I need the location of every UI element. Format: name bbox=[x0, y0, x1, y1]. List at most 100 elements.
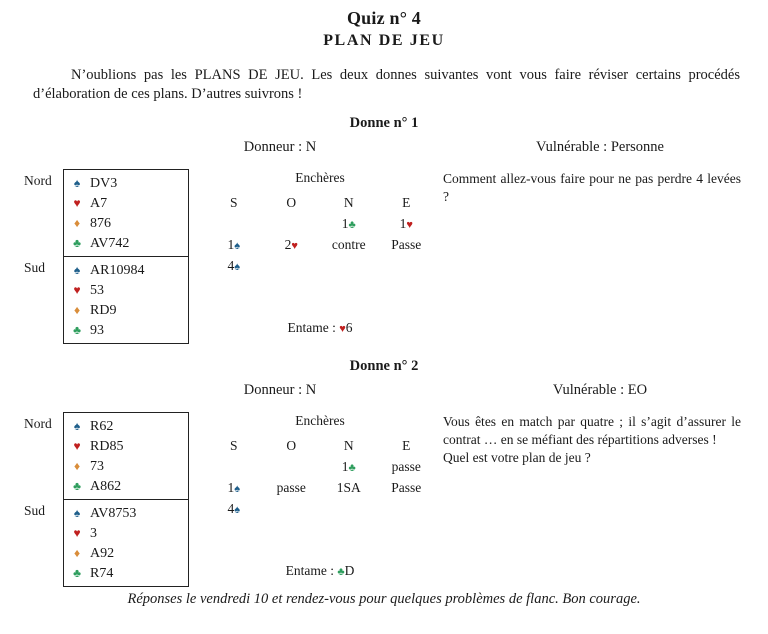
hand-suit-row-heart: ♥RD85 bbox=[64, 436, 188, 456]
auction-cell bbox=[205, 456, 263, 477]
spade-icon: ♠ bbox=[73, 176, 81, 190]
lead-label: Entame : ♣D bbox=[205, 563, 435, 579]
dealer-label: Donneur : N bbox=[243, 382, 317, 398]
auction-cell: 1♥ bbox=[378, 213, 436, 234]
club-icon: ♣ bbox=[348, 461, 356, 474]
hand-suit-row-heart: ♥ 53 bbox=[64, 280, 188, 300]
auction-header-e: E bbox=[402, 437, 411, 453]
hand-suit-row-club: ♣93 bbox=[64, 320, 188, 340]
heart-icon: ♥ bbox=[406, 218, 413, 231]
hand-suit-row-club: ♣AV742 bbox=[64, 233, 188, 253]
hand-suit-row-spade: ♠R62 bbox=[64, 416, 188, 436]
vulnerable-label: Vulnérable : Personne bbox=[536, 139, 664, 155]
bid-text: Passe bbox=[391, 236, 422, 252]
deal-title: Donne n° 2 bbox=[349, 358, 419, 374]
lead-card: D bbox=[344, 563, 355, 578]
hand-suit-row-diamond: ♦ 876 bbox=[64, 213, 188, 233]
auction-cell: 1♣ bbox=[320, 213, 378, 234]
lead-prefix: Entame : bbox=[287, 320, 340, 335]
deal-title: Donne n° 1 bbox=[349, 115, 419, 131]
bid-text: 1 bbox=[227, 479, 235, 495]
hand-suit-row-club: ♣R74 bbox=[64, 563, 188, 583]
hand-suit-row-spade: ♠ DV3 bbox=[64, 173, 188, 193]
hand-cards-diamond: 876 bbox=[90, 216, 111, 231]
hand-label-south: Sud bbox=[24, 260, 46, 275]
hand-cards-heart: 53 bbox=[90, 283, 104, 298]
hand-suit-row-spade: ♠ AR10984 bbox=[64, 260, 188, 280]
auction-cell bbox=[263, 213, 321, 234]
spade-icon: ♠ bbox=[234, 239, 241, 252]
auction-cell: 2♥ bbox=[263, 234, 321, 255]
auction-row: 1♣1♥ bbox=[205, 213, 435, 234]
spade-icon: ♠ bbox=[73, 506, 81, 520]
hand-cards-club: AV742 bbox=[90, 236, 130, 251]
hand-suit-row-diamond: ♦RD9 bbox=[64, 300, 188, 320]
hand-cards-diamond: RD9 bbox=[90, 303, 117, 318]
lead-prefix: Entame : bbox=[285, 563, 338, 578]
heart-icon: ♥ bbox=[73, 283, 81, 297]
diamond-icon: ♦ bbox=[73, 216, 81, 230]
bid-text: 1 bbox=[227, 236, 235, 252]
auction-cell bbox=[263, 456, 321, 477]
auction-cell: Passe bbox=[378, 477, 436, 498]
bid-text: 4 bbox=[227, 257, 235, 273]
hand-cards-heart: RD85 bbox=[90, 439, 124, 454]
club-icon: ♣ bbox=[337, 566, 345, 578]
auction-row: 4♠ bbox=[205, 498, 435, 519]
hand-suit-row-heart: ♥ A7 bbox=[64, 193, 188, 213]
vulnerable-label: Vulnérable : EO bbox=[552, 382, 648, 398]
auction-header-n: N bbox=[343, 194, 354, 210]
heart-icon: ♥ bbox=[73, 196, 81, 210]
hand-suit-row-heart: ♥3 bbox=[64, 523, 188, 543]
intro-paragraph: N’oublions pas les PLANS DE JEU. Les deu… bbox=[33, 67, 740, 102]
auction-title: Enchères bbox=[295, 413, 345, 428]
auction-header-o: O bbox=[286, 194, 297, 210]
auction-cell: 1♠ bbox=[205, 234, 263, 255]
hand-cards-club: A862 bbox=[90, 479, 122, 494]
hand-suit-row-spade: ♠AV8753 bbox=[64, 503, 188, 523]
auction-cell bbox=[378, 255, 436, 276]
bid-text: passe bbox=[391, 458, 421, 474]
auction-cell bbox=[205, 213, 263, 234]
spade-icon: ♠ bbox=[73, 263, 81, 277]
lead-label: Entame : ♥6 bbox=[205, 320, 435, 336]
auction-cell: 4♠ bbox=[205, 255, 263, 276]
hand-cards-spade: AR10984 bbox=[90, 263, 145, 278]
bid-text: 1 bbox=[341, 215, 349, 231]
club-icon: ♣ bbox=[73, 479, 81, 493]
hand-cards-heart: A7 bbox=[90, 196, 108, 211]
heart-icon: ♥ bbox=[291, 239, 298, 252]
auction-header-n: N bbox=[343, 437, 354, 453]
hand-cards-spade: DV3 bbox=[90, 176, 118, 191]
question-line: Comment allez-vous faire pour ne pas per… bbox=[443, 171, 741, 204]
hand-cards-diamond: 73 bbox=[90, 459, 104, 474]
dealer-label: Donneur : N bbox=[243, 139, 317, 155]
auction-cell: passe bbox=[378, 456, 436, 477]
lead-card: 6 bbox=[345, 320, 353, 335]
auction-cell bbox=[320, 255, 378, 276]
question-text: Vous êtes en match par quatre ; il s’agi… bbox=[443, 413, 741, 467]
bid-text: Passe bbox=[391, 479, 422, 495]
bid-text: 2 bbox=[284, 236, 292, 252]
spade-icon: ♠ bbox=[234, 503, 241, 516]
bid-text: passe bbox=[276, 479, 306, 495]
hand-label-north: Nord bbox=[24, 416, 52, 431]
auction-cell: contre bbox=[320, 234, 378, 255]
bid-text: 4 bbox=[227, 500, 235, 516]
hand-suit-row-diamond: ♦A92 bbox=[64, 543, 188, 563]
auction-cell: Passe bbox=[378, 234, 436, 255]
hand-box-south: ♠ AR10984 ♥ 53 ♦RD9♣93 bbox=[63, 256, 189, 344]
hand-box-north: ♠R62♥RD85♦73♣A862 bbox=[63, 412, 189, 500]
bid-text: contre bbox=[331, 236, 366, 252]
hand-box-north: ♠ DV3 ♥ A7 ♦ 876 ♣AV742 bbox=[63, 169, 189, 257]
auction-row: 4♠ bbox=[205, 255, 435, 276]
heart-icon: ♥ bbox=[339, 323, 346, 335]
auction-cell: 1♣ bbox=[320, 456, 378, 477]
auction-row: 1♣ passe bbox=[205, 456, 435, 477]
